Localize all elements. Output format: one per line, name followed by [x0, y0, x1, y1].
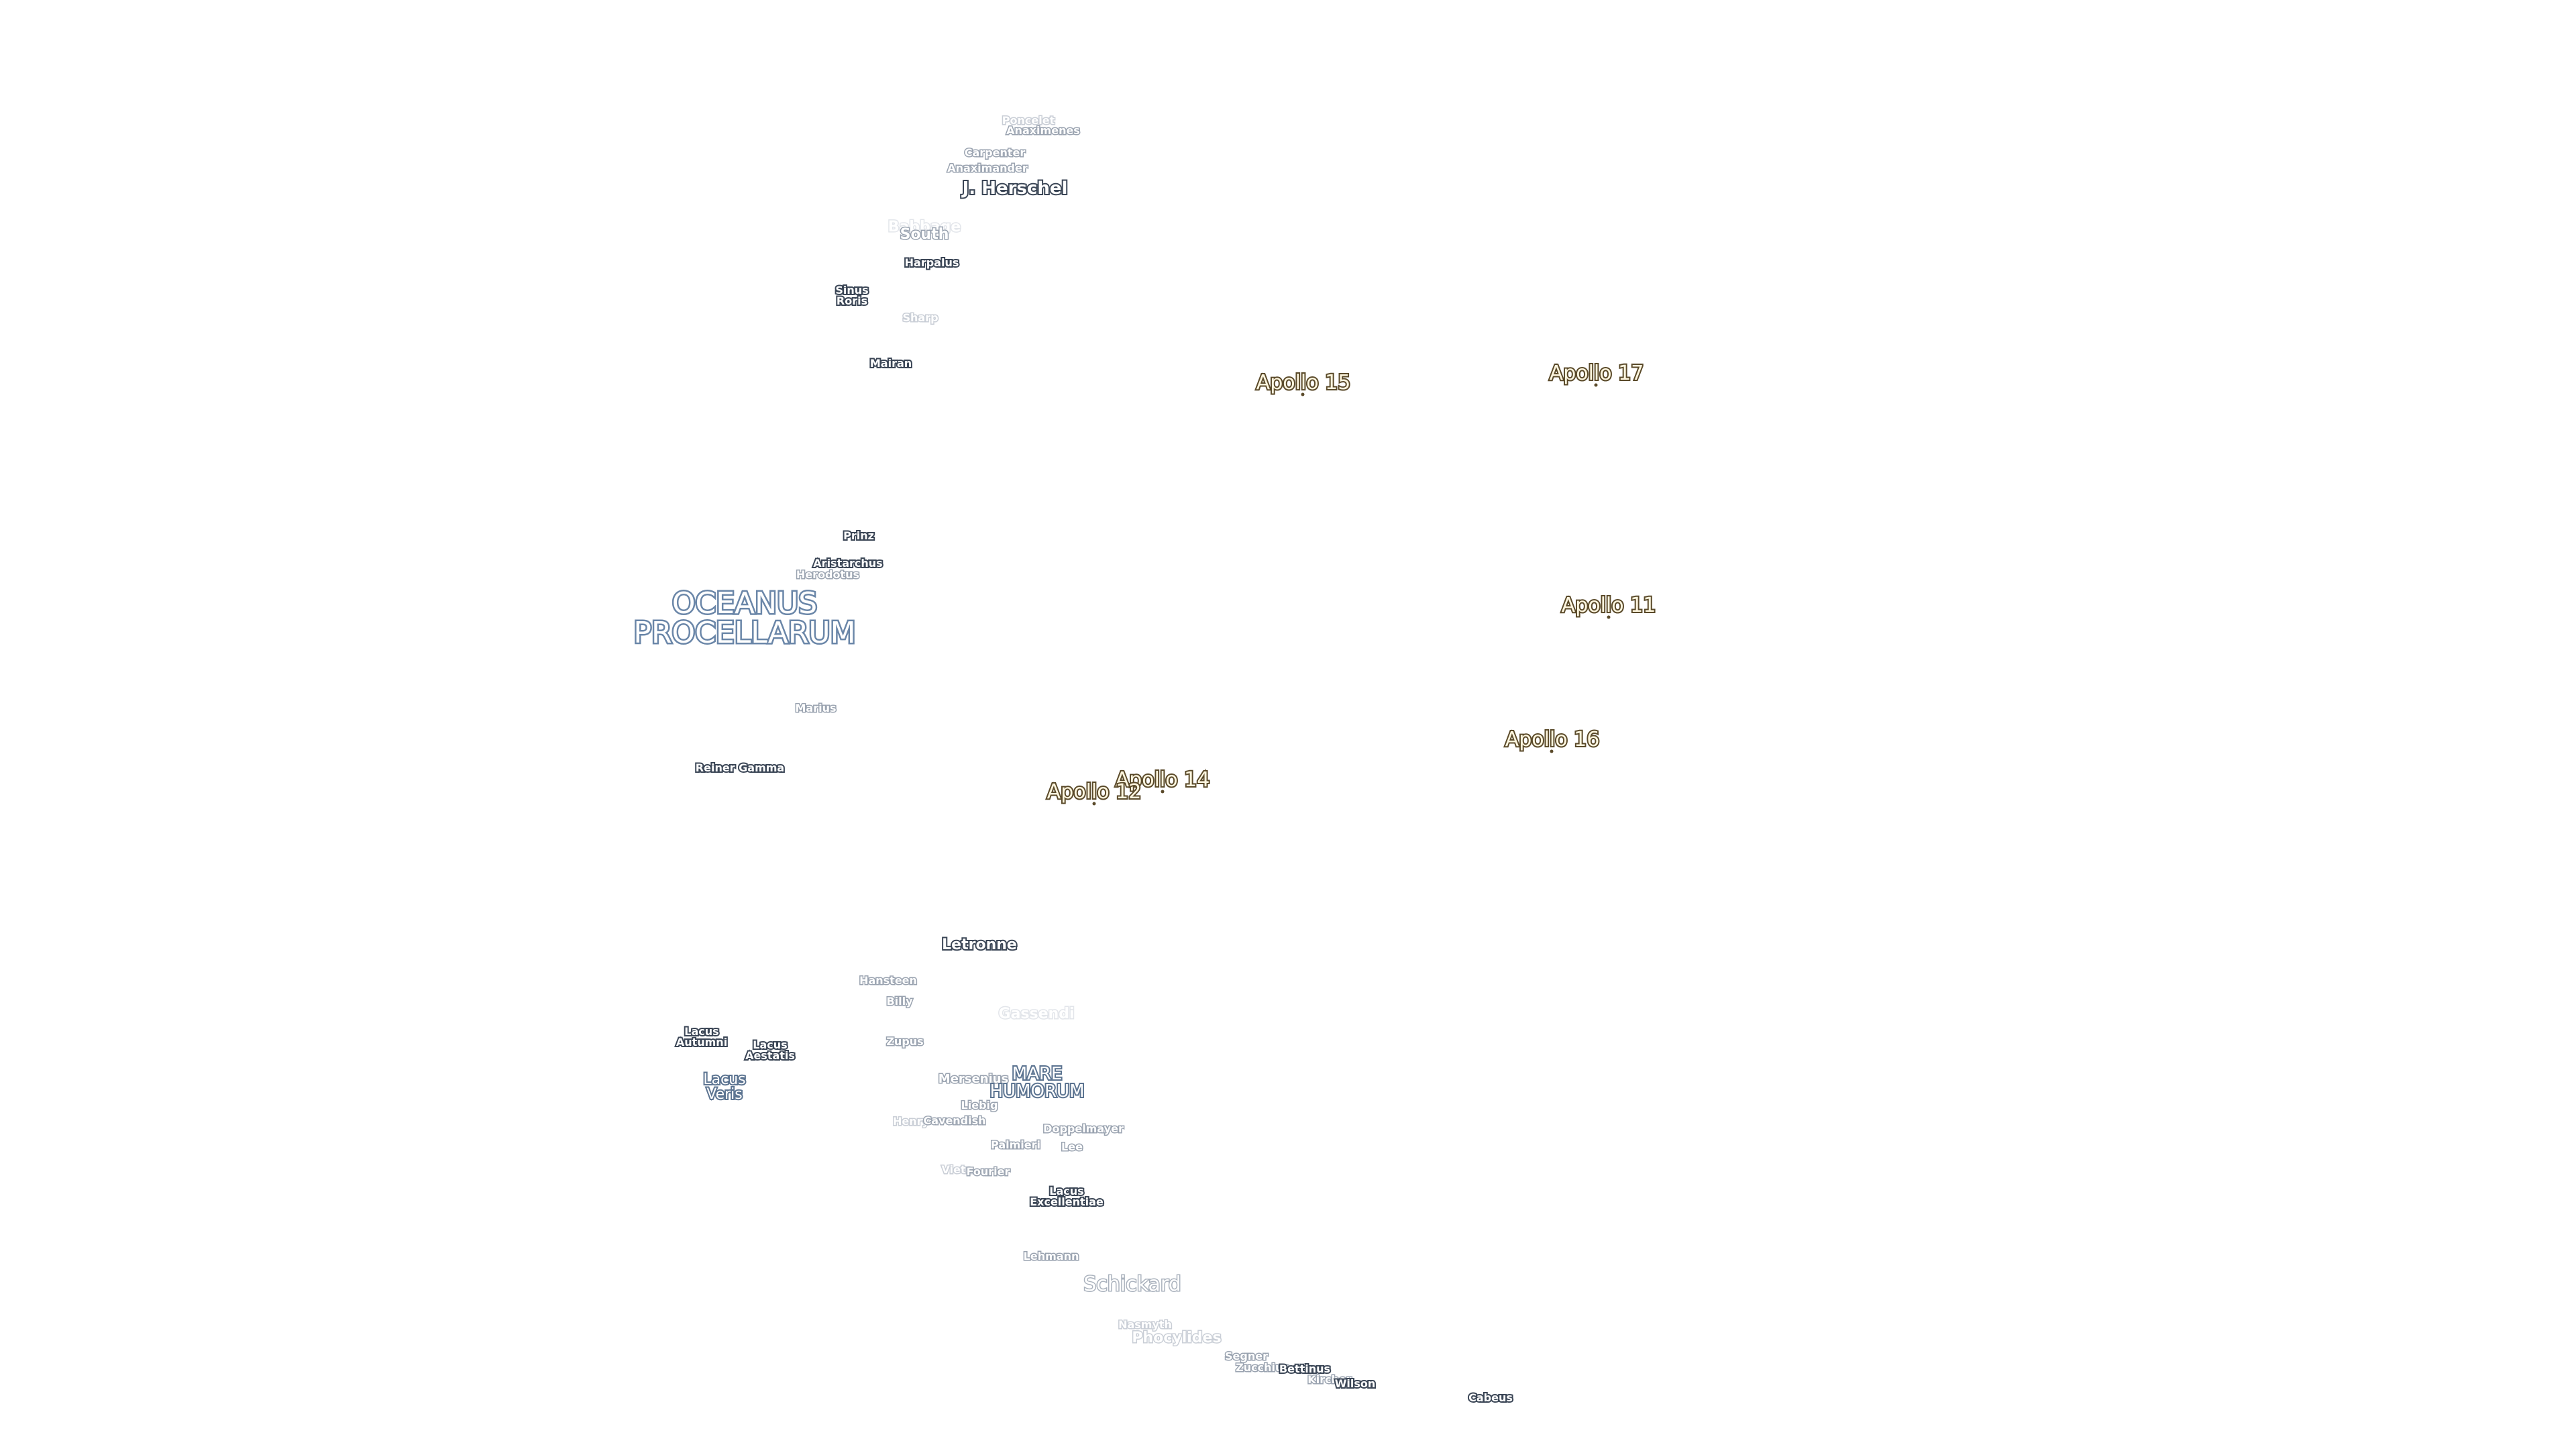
crater-label-lehmann: Lehmann — [1022, 1250, 1080, 1263]
apollo-14-site-marker — [1161, 790, 1165, 794]
crater-label-phocylides: Phocylides — [1131, 1330, 1222, 1346]
feature-label-reiner-gamma: Reiner Gamma — [694, 761, 786, 775]
crater-label-zupus: Zupus — [885, 1035, 924, 1048]
apollo-label-11: Apollo 11 — [1560, 594, 1658, 617]
crater-label-anaximander: Anaximander — [947, 162, 1028, 174]
crater-label-schickard: Schickard — [1083, 1273, 1182, 1296]
crater-label-south: South — [899, 226, 950, 243]
apollo-label-15: Apollo 15 — [1255, 371, 1352, 394]
crater-label-poncelet: Poncelet — [1001, 114, 1055, 127]
crater-label-bettinus: Bettinus — [1278, 1362, 1332, 1376]
apollo-label-14: Apollo 14 — [1114, 768, 1212, 792]
crater-label-mairan: Mairan — [869, 357, 913, 370]
apollo-15-site-marker — [1301, 392, 1305, 396]
crater-label-wilson: Wilson — [1334, 1377, 1377, 1391]
crater-label-gassendi: Gassendi — [998, 1006, 1075, 1022]
crater-label-fourier: Fourier — [965, 1165, 1011, 1178]
apollo-label-12: Apollo 12 — [1046, 780, 1143, 804]
apollo-17-site-marker — [1594, 383, 1598, 387]
crater-label-doppelmayer: Doppelmayer — [1042, 1122, 1125, 1135]
apollo-12-site-marker — [1092, 802, 1096, 806]
crater-label-harpalus: Harpalus — [904, 256, 961, 270]
crater-label-nasmyth: Nasmyth — [1118, 1318, 1173, 1331]
crater-label-billy: Billy — [885, 995, 914, 1008]
crater-label-cavendish: Cavendish — [922, 1114, 987, 1127]
crater-label-herodotus: Herodotus — [795, 568, 860, 581]
crater-label-segner: Segner — [1224, 1350, 1269, 1362]
crater-label-vieta: Vieta — [941, 1163, 974, 1176]
crater-label-prinz: Prinz — [842, 529, 875, 543]
apollo-label-17: Apollo 17 — [1548, 362, 1646, 385]
crater-label-liebig: Liebig — [960, 1099, 999, 1112]
crater-label-henry: Henry — [892, 1115, 930, 1128]
apollo-11-site-marker — [1607, 615, 1611, 619]
crater-label-carpenter: Carpenter — [963, 146, 1026, 159]
crater-label-letronne: Letronne — [941, 936, 1018, 954]
crater-label-lee: Lee — [1061, 1140, 1084, 1153]
crater-label-aristarchus: Aristarchus — [812, 557, 883, 570]
crater-label-babbage: Babbage — [887, 219, 962, 235]
crater-label-j-herschel: J. Herschel — [961, 178, 1069, 199]
crater-label-hansteen: Hansteen — [859, 974, 918, 987]
crater-label-palmieri: Palmieri — [990, 1138, 1042, 1151]
crater-label-marius: Marius — [794, 702, 837, 714]
crater-label-sharp: Sharp — [902, 311, 939, 324]
crater-label-zucchius: Zucchius — [1235, 1361, 1291, 1374]
apollo-16-site-marker — [1550, 749, 1554, 753]
crater-label-anaximenes: Anaximenes — [1006, 124, 1081, 137]
crater-label-kircher: Kircher — [1307, 1373, 1352, 1386]
crater-label-mersenius: Mersenius — [937, 1072, 1009, 1086]
crater-label-cabeus: Cabeus — [1467, 1391, 1514, 1405]
apollo-label-16: Apollo 16 — [1504, 728, 1601, 751]
